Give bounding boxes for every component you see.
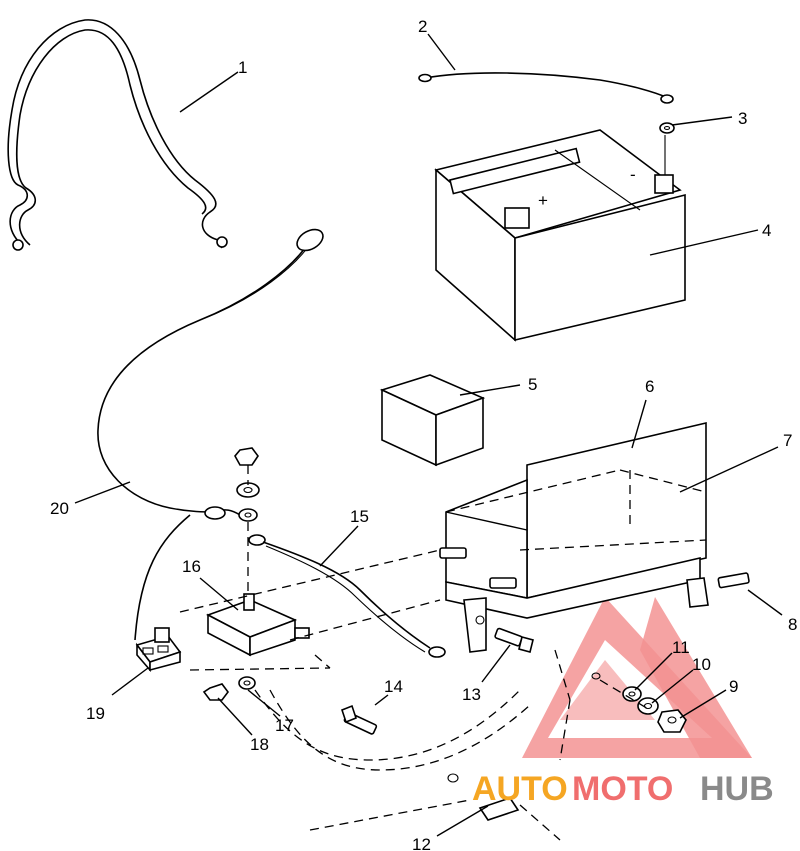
watermark-logo — [522, 597, 752, 758]
callout-11: 11 — [672, 638, 690, 657]
callout-1: 1 — [238, 58, 247, 77]
part-1-cable — [7, 19, 228, 251]
parts-17-18-hardware — [202, 676, 256, 701]
callout-18: 18 — [250, 735, 269, 754]
watermark-moto: MOTO — [572, 770, 673, 808]
part-4-battery — [434, 129, 686, 342]
assembly-lines — [179, 549, 651, 841]
callout-20: 20 — [50, 499, 69, 518]
battery-minus-mark: - — [630, 165, 636, 184]
stud-hardware — [234, 447, 260, 600]
callout-2: 2 — [418, 17, 427, 36]
callout-4: 4 — [762, 221, 771, 240]
part-16-solenoid — [206, 593, 310, 657]
callout-10: 10 — [692, 655, 711, 674]
part-12-clip — [447, 773, 520, 821]
callout-5: 5 — [528, 375, 537, 394]
callout-6: 6 — [645, 377, 654, 396]
battery-plus-mark: + — [538, 191, 548, 210]
callout-9: 9 — [729, 677, 738, 696]
callout-3: 3 — [738, 109, 747, 128]
leader-lines — [74, 33, 783, 837]
callout-12: 12 — [412, 835, 431, 851]
watermark-auto: AUTO — [472, 770, 568, 808]
callout-17: 17 — [275, 716, 294, 735]
callout-19: 19 — [86, 704, 105, 723]
callout-8: 8 — [788, 615, 797, 634]
watermark-text: AUTO MOTO HUB — [472, 770, 774, 808]
callout-7: 7 — [783, 431, 792, 450]
part-19-connector — [135, 627, 182, 673]
part-13-bolt — [494, 627, 534, 653]
tray-bolts — [439, 547, 750, 589]
part-3-washer — [659, 122, 675, 134]
watermark-hub: HUB — [700, 770, 774, 808]
part-5-block — [379, 374, 486, 467]
part-14-bolt — [341, 704, 378, 735]
callout-16: 16 — [182, 557, 201, 576]
part-20-cable — [97, 228, 324, 641]
callout-15: 15 — [350, 507, 369, 526]
callout-13: 13 — [462, 685, 481, 704]
part-2-strap — [418, 72, 674, 104]
part-15-cable — [248, 534, 446, 658]
part-6-7-tray — [445, 421, 709, 653]
callout-14: 14 — [384, 677, 403, 696]
